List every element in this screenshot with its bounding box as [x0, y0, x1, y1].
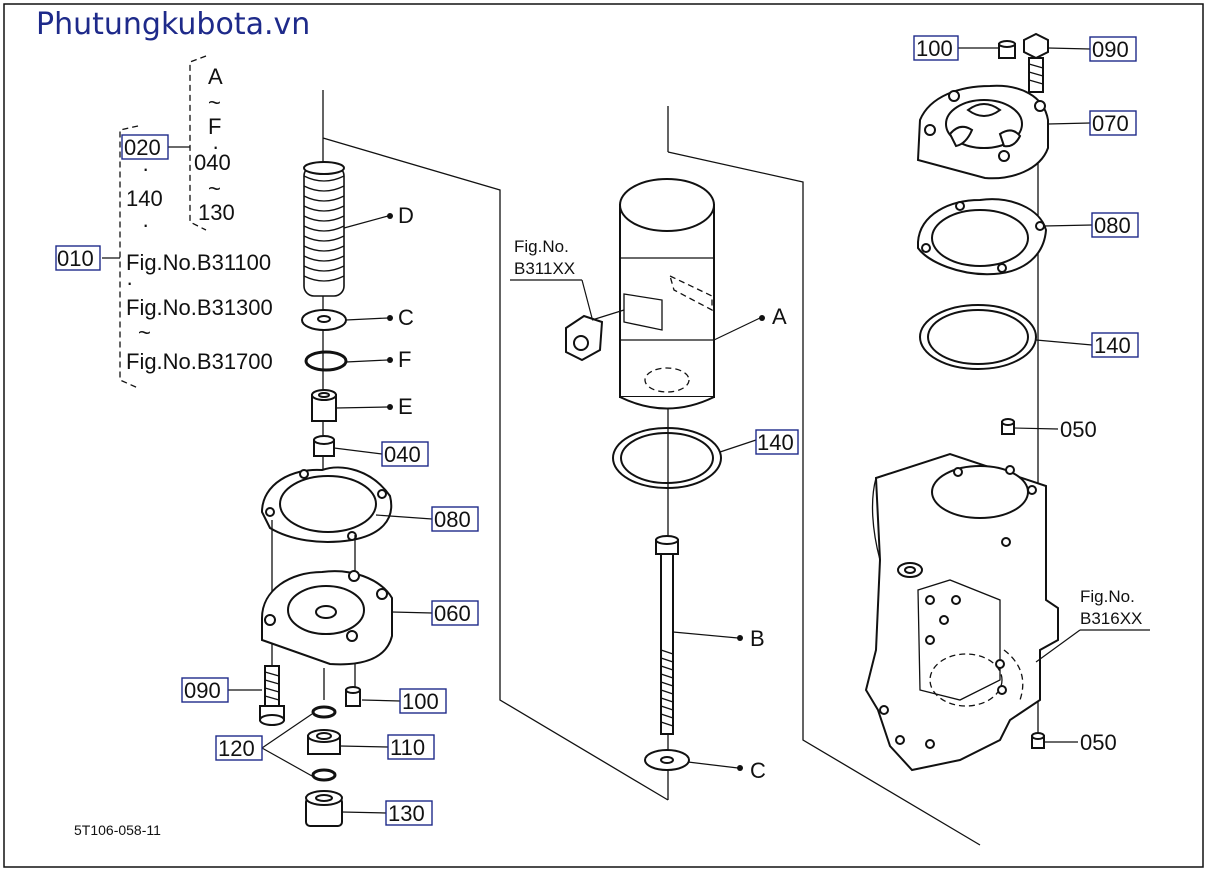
bolt-090-left[interactable]	[259, 665, 285, 726]
ref-010: 010	[57, 246, 94, 271]
ref-box-130[interactable]	[385, 800, 433, 826]
plane-middle	[667, 106, 981, 846]
stud-050-bottom[interactable]	[1031, 732, 1045, 749]
ref-box-120[interactable]	[215, 735, 263, 761]
outer-item-3: ·	[142, 212, 149, 237]
inner-item-3: ·	[212, 134, 219, 159]
label-100-right: 100	[916, 36, 953, 61]
inner-item-1: ~	[208, 90, 221, 115]
oring-120-b[interactable]	[311, 768, 337, 782]
inner-item-2: F	[208, 114, 221, 139]
label-080-left: 080	[434, 507, 471, 532]
spring-D[interactable]	[303, 161, 345, 297]
outer-item-6: Fig.No.B31300	[126, 295, 273, 320]
housing-B316XX[interactable]	[864, 452, 1059, 772]
outer-item-1: ·	[142, 156, 149, 181]
label-090-right: 090	[1092, 37, 1129, 62]
label-C-left: C	[398, 305, 414, 330]
ref-box-040[interactable]	[381, 441, 429, 467]
inner-item-6: 130	[198, 200, 235, 225]
label-120: 120	[218, 736, 255, 761]
label-B: B	[750, 626, 765, 651]
label-050-top: 050	[1060, 417, 1097, 442]
oring-140-middle[interactable]	[612, 427, 722, 489]
label-140-right: 140	[1094, 333, 1131, 358]
ref-box-100-right[interactable]	[913, 35, 959, 61]
outer-item-5: ·	[126, 270, 133, 295]
middle-assembly: Fig.No. B311XX A 140 B C	[510, 178, 799, 783]
label-040: 040	[384, 442, 421, 467]
label-080-right: 080	[1094, 213, 1131, 238]
ref-box-080-right[interactable]	[1091, 212, 1139, 238]
pin-100-right[interactable]	[998, 40, 1016, 59]
filter-element-A[interactable]	[619, 178, 715, 410]
inner-item-5: ~	[208, 176, 221, 201]
oring-120-a[interactable]	[311, 705, 337, 719]
ring-040[interactable]	[313, 435, 335, 457]
left-assembly: D C F E 040 080 060 090 100 120 110 130	[181, 161, 479, 827]
label-140-mid: 140	[757, 430, 794, 455]
brand-title[interactable]: Phutungkubota.vn	[36, 7, 310, 42]
outer-item-4: Fig.No.B31100	[126, 250, 271, 275]
ref-box-080-left[interactable]	[431, 506, 479, 532]
page-frame	[3, 3, 1204, 868]
label-110: 110	[390, 735, 425, 760]
label-050-bottom: 050	[1080, 730, 1117, 755]
pin-100-left[interactable]	[345, 686, 361, 707]
label-100-left: 100	[402, 689, 439, 714]
washer-C[interactable]	[301, 309, 347, 331]
label-C-mid: C	[750, 758, 766, 783]
ref-box-090-left[interactable]	[181, 677, 229, 703]
fig-ref-right[interactable]: B316XX	[1080, 609, 1142, 628]
ref-box-100-left[interactable]	[399, 688, 447, 714]
washer-C-middle[interactable]	[644, 749, 690, 771]
label-090-left: 090	[184, 678, 221, 703]
ref-box-110[interactable]	[387, 734, 435, 760]
outer-brace	[119, 125, 139, 389]
label-D: D	[398, 203, 414, 228]
group-list: 010 020 · 140 · Fig.No.B31100 · Fig.No.B…	[55, 55, 273, 389]
outer-item-2: 140	[126, 186, 163, 211]
inner-item-0: A	[208, 64, 223, 89]
outer-item-8: Fig.No.B31700	[126, 349, 273, 374]
ref-box-140-right[interactable]	[1091, 332, 1139, 358]
fig-ref-mid[interactable]: B311XX	[514, 259, 575, 278]
hex-nut-B311XX[interactable]	[565, 309, 625, 362]
outer-item-7: ~	[138, 320, 151, 345]
ref-box-090-right[interactable]	[1089, 36, 1137, 62]
label-E: E	[398, 394, 413, 419]
gasket-080-left[interactable]	[260, 466, 393, 543]
label-130: 130	[388, 801, 425, 826]
cover-070[interactable]	[916, 84, 1049, 180]
ref-box-070[interactable]	[1089, 110, 1137, 136]
ref-box-060[interactable]	[431, 600, 479, 626]
outer-item-0: 020	[124, 135, 161, 160]
label-060: 060	[434, 601, 471, 626]
plane-left	[322, 90, 669, 801]
right-assembly: 100 090 070 080 140 050 Fig.No. B316XX 0…	[864, 32, 1150, 772]
gasket-080-right[interactable]	[917, 198, 1048, 276]
fig-no-label-mid: Fig.No.	[514, 237, 569, 256]
label-F: F	[398, 347, 411, 372]
bolt-090-right[interactable]	[1023, 32, 1049, 93]
capnut-130[interactable]	[305, 790, 343, 827]
center-bolt-B[interactable]	[655, 535, 679, 735]
collar-E[interactable]	[311, 389, 337, 422]
ref-box-020[interactable]	[121, 134, 169, 160]
nut-110[interactable]	[307, 729, 341, 755]
drawing-code: 5T106-058-11	[74, 822, 161, 838]
ref-box-010[interactable]	[55, 245, 101, 271]
label-A: A	[772, 304, 787, 329]
cover-060[interactable]	[261, 570, 393, 666]
inner-item-4: 040	[194, 150, 231, 175]
oring-140-right[interactable]	[919, 304, 1037, 370]
ref-box-140-mid[interactable]	[755, 429, 799, 455]
fig-no-label-right: Fig.No.	[1080, 587, 1135, 606]
stud-050-top[interactable]	[1001, 418, 1015, 435]
circlip-F[interactable]	[304, 350, 348, 372]
label-070: 070	[1092, 111, 1129, 136]
